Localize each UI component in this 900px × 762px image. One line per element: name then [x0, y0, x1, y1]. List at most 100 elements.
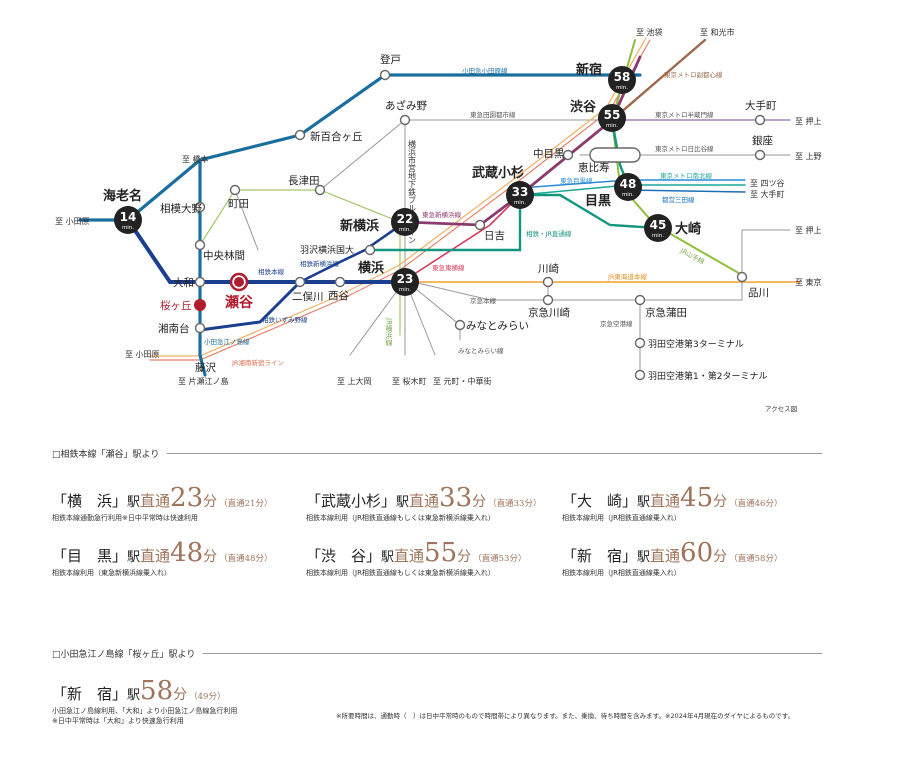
station-futamatagawa [294, 276, 306, 288]
entry-alt-minutes: （直通58分） [729, 554, 783, 564]
entry-station: 「武蔵小杉」 [306, 492, 397, 510]
entry-note: 相鉄本線利用（東急新横浜線乗入れ） [52, 569, 171, 577]
hub-shinyokohama: 22 min. 新横浜 [340, 208, 419, 236]
entry-note: 相鉄本線利用（JR相鉄直通線もしくは東急新横浜線乗入れ） [306, 514, 495, 522]
label-otemachi: 大手町 [745, 99, 777, 112]
line-label-odakyu-enoshima: 小田急江ノ島線 [204, 337, 250, 346]
entry-eki: 駅 [396, 495, 410, 510]
svg-text:min.: min. [122, 225, 134, 231]
entry-unit: 分 [472, 494, 487, 510]
station-chuorinkan [194, 239, 206, 251]
route-map: 14 min. 海老名 22 min. 新横浜 23 min. 横浜 33 mi… [55, 27, 822, 413]
station-shinagawa [736, 271, 748, 283]
label-haneda3: 羽田空港第3ターミナル [648, 338, 744, 350]
dest-odawara: 至 小田原 [55, 217, 90, 226]
hub-osaki: 45 min. 大崎 [644, 214, 701, 242]
svg-text:海老名: 海老名 [103, 188, 142, 204]
section-sakuragaoka-heading: □小田急江ノ島線「桜ヶ丘」駅より [52, 647, 822, 660]
entry-shibuya: 「渋 谷」 駅 直通 55 分 （直通53分） 相鉄本線利用（JR相鉄直通線もし… [306, 540, 526, 578]
station-azamino [399, 114, 411, 126]
entry-direct: 直通 [650, 492, 681, 510]
sotetsu-shinyokohama-line [298, 220, 407, 284]
hub-meguro: 48 min. 目黒 [585, 173, 642, 209]
svg-text:min.: min. [399, 227, 411, 233]
label-hiyoshi: 日吉 [484, 230, 505, 242]
sotetsu-main-line [126, 218, 407, 284]
label-keikyukamata: 京急蒲田 [645, 306, 687, 319]
label-noborito: 登戸 [380, 53, 401, 66]
line-label-keikyu-airport: 京急空港線 [600, 319, 633, 328]
svg-text:33: 33 [512, 185, 529, 199]
label-ebisu: 恵比寿 [578, 161, 610, 174]
toei-mita-line [627, 189, 746, 193]
entry-note: 相鉄本線利用（JR相鉄直通線乗入れ） [562, 514, 681, 522]
label-azamino: あざみ野 [385, 99, 427, 112]
entry-minutes: 60 [680, 538, 714, 568]
svg-text:新宿: 新宿 [576, 62, 602, 78]
dest-kamiooka: 至 上大岡 [337, 376, 372, 386]
station-shonandai [194, 322, 206, 334]
line-label-nanboku: 東京メトロ南北線 [660, 171, 713, 180]
svg-text:min.: min. [622, 192, 634, 198]
line-label-tokaido: JR東海道本線 [607, 272, 647, 281]
station-yamato [194, 276, 206, 288]
station-noborito [379, 69, 391, 81]
entry-eki: 駅 [127, 550, 141, 565]
label-nagatsuta: 長津田 [288, 175, 320, 187]
entry-unit: 分 [203, 494, 218, 510]
section-seya-heading: □相鉄本線「瀬谷」駅より [52, 447, 822, 460]
entry-osaki: 「大 崎」 駅 直通 45 分 （直通46分） 相鉄本線利用（JR相鉄直通線乗入… [562, 485, 782, 523]
line-label-toyoko: 東急東横線 [432, 263, 465, 272]
dest-tokyo: 至 東京 [795, 277, 822, 287]
svg-text:武蔵小杉: 武蔵小杉 [472, 165, 524, 181]
map-credit: アクセス図 [765, 405, 797, 413]
line-label-yamanote: JR山手線 [678, 245, 706, 266]
entry-alt-minutes: （直通53分） [473, 554, 527, 564]
entry-direct: 直通 [140, 492, 171, 510]
line-label-odakyu: 小田急小田原線 [462, 66, 508, 75]
svg-text:58: 58 [614, 70, 631, 84]
label-shinagawa: 品川 [748, 287, 769, 299]
svg-text:min.: min. [514, 200, 526, 206]
dest-ueno: 至 上野 [795, 152, 822, 161]
label-ginza: 銀座 [752, 134, 773, 147]
label-shinyurigaoka: 新百合ヶ丘 [310, 130, 363, 143]
station-hiyoshi [474, 219, 486, 231]
dest-hashimoto: 至 橋本 [182, 154, 209, 164]
entry-alt-minutes: （直通33分） [488, 499, 542, 509]
label-sakuragaoka: 桜ヶ丘 [160, 299, 192, 312]
entry-minutes: 23 [170, 483, 204, 513]
station-nagatsuta [314, 184, 326, 196]
line-label-izumino: 相鉄いずみ野線 [262, 315, 308, 324]
entry-note: 相鉄本線利用（JR相鉄直通線もしくは東急新横浜線乗入れ） [306, 569, 495, 577]
label-hazawa: 羽沢横浜国大 [300, 244, 354, 256]
entry-station: 「新 宿」 [562, 547, 638, 565]
svg-text:55: 55 [604, 108, 621, 122]
sotetsu-jr-line [363, 193, 660, 252]
station-keikyukawasaki [542, 294, 554, 306]
line-label-fukutoshin: 東京メトロ副都心線 [664, 70, 723, 79]
label-futamatagawa: 二俣川 [292, 290, 324, 303]
entry-unit: 分 [457, 549, 472, 565]
entry-note: 小田急江ノ島線利用、「大和」より小田急江ノ島線急行利用 [52, 707, 238, 715]
label-seya: 瀬谷 [225, 294, 254, 311]
entry-alt-minutes: （直通46分） [729, 499, 783, 509]
line-label-shonan: JR湘南新宿ライン [231, 358, 284, 367]
shinagawa-line [639, 229, 791, 301]
entry-shinjuku: 「新 宿」 駅 直通 60 分 （直通58分） 相鉄本線利用（JR相鉄直通線乗入… [562, 540, 782, 578]
label-fujisawa: 藤沢 [195, 361, 216, 374]
dest-otemachi: 至 大手町 [750, 189, 785, 199]
entry-eki: 駅 [637, 495, 651, 510]
section-sakuragaoka-heading-text: □小田急江ノ島線「桜ヶ丘」駅より [52, 650, 196, 660]
entry-alt-minutes: （49分） [189, 692, 226, 702]
hub-shibuya: 55 min. 渋谷 [570, 99, 626, 132]
sotetsu-izumino-line [198, 280, 302, 332]
dest-ikebukuro: 至 池袋 [636, 27, 663, 37]
line-label-denentoshi: 東急田園都市線 [470, 110, 516, 119]
hub-yokohama: 23 min. 横浜 [358, 260, 419, 296]
dest-oshiage: 至 押上 [795, 116, 822, 126]
label-blue-line: 横浜市営地下鉄ブルーライン [408, 139, 417, 244]
station-minatomirai [454, 319, 466, 331]
odakyu-enoshima-line [198, 158, 207, 377]
entry-station: 「横 浜」 [52, 492, 128, 510]
